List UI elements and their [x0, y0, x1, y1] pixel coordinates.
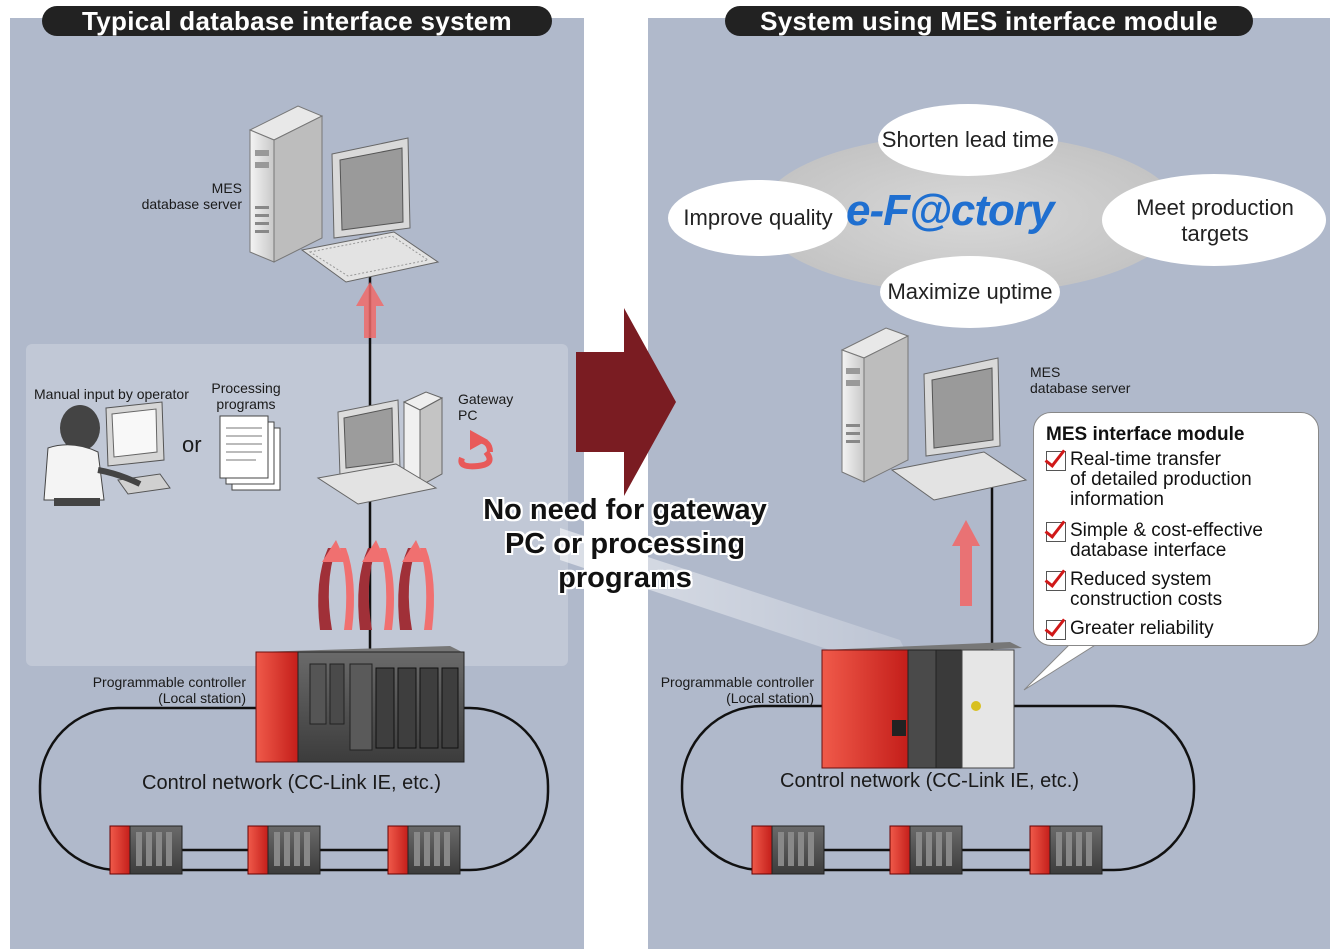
no-need-message: No need for gateway PC or processing pro…	[430, 493, 820, 595]
mes-server-right	[840, 327, 1028, 501]
plc-remote-right-row	[751, 825, 1103, 875]
no-need-line-3: programs	[558, 562, 692, 594]
benefit-top: Shorten lead time	[881, 127, 1055, 152]
check-icon	[1046, 451, 1066, 471]
plc-label-right-1: Programmable controller	[660, 674, 814, 690]
benefit-bubble-right	[1102, 174, 1326, 266]
feature-line: Greater reliability	[1070, 618, 1214, 639]
transition-arrow	[576, 308, 676, 496]
feature-line: Simple & cost-effective	[1070, 520, 1263, 541]
mes-server-label-right-1: MES	[1030, 364, 1061, 380]
feature-item: Simple & cost-effective database interfa…	[1046, 521, 1263, 561]
documents-icon	[219, 415, 281, 491]
upload-arrow-left	[356, 282, 384, 338]
mes-server-label-right-2: database server	[1030, 380, 1131, 396]
feature-line: construction costs	[1070, 589, 1223, 610]
upload-arrow-right	[952, 520, 980, 606]
benefit-bubble-bottom	[880, 256, 1060, 328]
benefit-right-1: Meet production	[1136, 195, 1294, 220]
feature-line: information	[1070, 489, 1164, 510]
feature-item: Real-time transfer of detailed productio…	[1046, 450, 1252, 510]
network-label-right: Control network (CC-Link IE, etc.)	[780, 770, 1079, 792]
highlight-beam	[560, 528, 920, 680]
feature-line: Reduced system	[1070, 569, 1212, 590]
plc-local-right	[821, 642, 1022, 769]
loop-arrow-icon	[458, 430, 493, 470]
gateway-label-2: PC	[458, 407, 478, 423]
mes-server-left	[248, 105, 440, 283]
benefit-cloud	[760, 134, 1180, 294]
mes-module-callout	[1033, 412, 1319, 646]
no-need-line-2: PC or processing	[504, 528, 746, 560]
plc-remote-left-row	[109, 825, 461, 875]
feature-item: Reduced system construction costs	[1046, 570, 1222, 610]
feature-line: Real-time transfer	[1070, 449, 1221, 470]
check-icon	[1046, 571, 1066, 591]
feature-line: of detailed production	[1070, 469, 1252, 490]
operator-icon	[43, 401, 171, 506]
plc-label-left-2: (Local station)	[158, 690, 246, 706]
feature-line: database interface	[1070, 540, 1227, 561]
no-need-line-1: No need for gateway	[483, 494, 767, 526]
benefit-right-2: targets	[1181, 221, 1249, 246]
benefit-left: Improve quality	[683, 205, 833, 230]
manual-input-label: Manual input by operator	[34, 386, 189, 402]
gateway-label-1: Gateway	[458, 391, 514, 407]
check-icon	[1046, 522, 1066, 542]
benefit-bubble-top	[878, 104, 1058, 176]
gateway-pc-icon	[316, 391, 444, 505]
check-icon	[1046, 620, 1066, 640]
network-label-left: Control network (CC-Link IE, etc.)	[142, 772, 441, 794]
benefit-bottom: Maximize uptime	[887, 279, 1053, 304]
mes-server-label-left-2: database server	[141, 196, 242, 212]
callout-tail	[1023, 641, 1102, 691]
plc-label-left-1: Programmable controller	[92, 674, 246, 690]
processing-label-1: Processing	[211, 380, 281, 396]
eFactory-logo: e-F@ctory	[846, 186, 1054, 235]
plc-local-left	[255, 646, 465, 763]
right-title: System using MES interface module	[725, 6, 1253, 36]
data-flow-arrows-left	[318, 540, 434, 630]
feature-item: Greater reliability	[1046, 619, 1214, 640]
benefit-bubble-left	[668, 180, 848, 256]
or-label: or	[182, 432, 202, 457]
mes-server-label-left-1: MES	[211, 180, 242, 196]
callout-title: MES interface module	[1046, 424, 1245, 445]
processing-label-2: programs	[216, 396, 276, 412]
left-title: Typical database interface system	[42, 6, 552, 36]
plc-label-right-2: (Local station)	[726, 690, 814, 706]
